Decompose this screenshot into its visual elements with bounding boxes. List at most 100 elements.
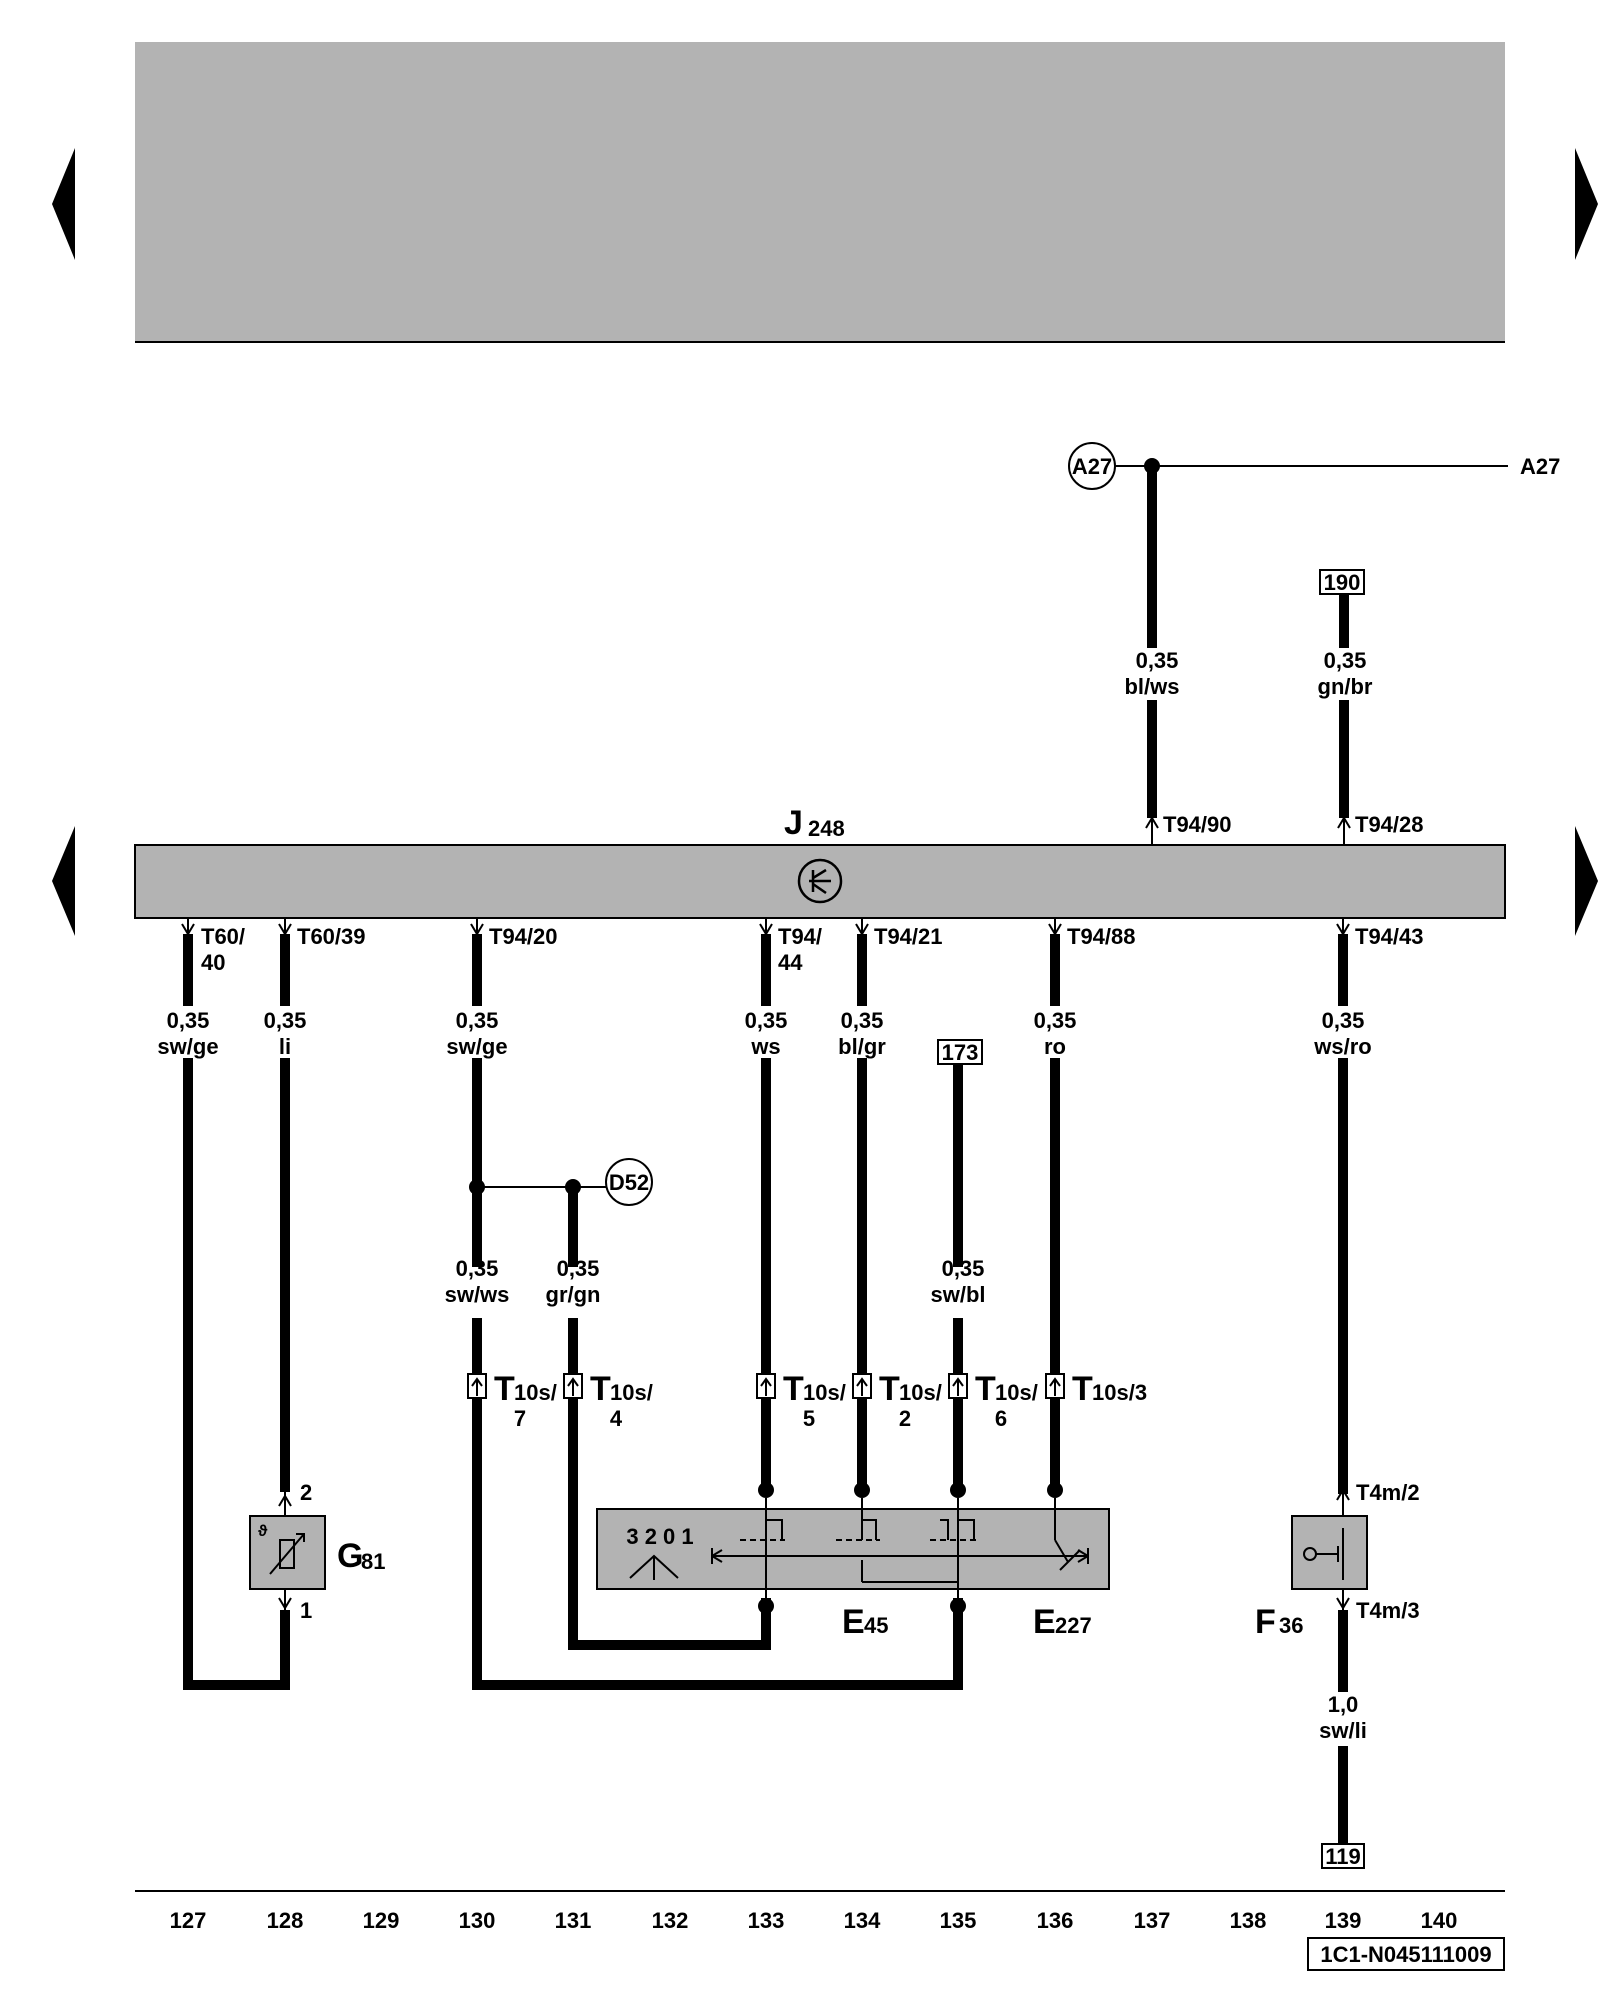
connector-sub: 10s/3 — [1092, 1380, 1147, 1405]
pin-label: T60/ — [201, 924, 245, 949]
wire-color: ro — [1044, 1034, 1066, 1059]
wire-return-131-133 — [568, 1640, 771, 1650]
ref-a27: A27 — [1072, 454, 1112, 479]
triangle-right-icon[interactable] — [1575, 826, 1598, 936]
pin-label: T94/88 — [1067, 924, 1136, 949]
axis-number: 132 — [652, 1908, 689, 1933]
wire-131-top — [568, 1187, 578, 1267]
ref-d52: D52 — [609, 1170, 649, 1195]
pin-label: T94/90 — [1163, 812, 1232, 837]
drawing-code: 1C1-N045111009 — [1320, 1942, 1491, 1967]
wire-size: 0,35 — [841, 1008, 884, 1033]
component-sub: 45 — [864, 1613, 888, 1638]
wire-return-127-128 — [183, 1680, 290, 1690]
axis-number: 135 — [940, 1908, 977, 1933]
pin-label: 1 — [300, 1598, 312, 1623]
wires-below — [183, 934, 1348, 1690]
axis-number: 140 — [1421, 1908, 1458, 1933]
brake-switch-icon — [1303, 1528, 1344, 1580]
triangle-right-icon[interactable] — [1575, 148, 1598, 260]
wire-size: 0,35 — [1324, 648, 1367, 673]
triangle-left-icon[interactable] — [52, 148, 75, 260]
wire-color: sw/ge — [446, 1034, 507, 1059]
wire-size: 0,35 — [557, 1256, 600, 1281]
wire-color: sw/ws — [445, 1282, 510, 1307]
pin-label: T94/43 — [1355, 924, 1424, 949]
wire-color: sw/ge — [157, 1034, 218, 1059]
wire-color: gr/gn — [546, 1282, 601, 1307]
connector-sub: 10s/ — [995, 1380, 1038, 1405]
wire-size: 0,35 — [1034, 1008, 1077, 1033]
connector-sub: 10s/ — [899, 1380, 942, 1405]
component-sub: 36 — [1279, 1613, 1303, 1638]
switch-positions: 3 2 0 1 — [626, 1524, 693, 1549]
wire-color: ws/ro — [1313, 1034, 1371, 1059]
ecu-sub: 248 — [808, 816, 845, 841]
component-letter: E — [1033, 1603, 1056, 1641]
wire-133-below — [761, 1598, 771, 1650]
wire-f36-down-b — [1338, 1746, 1348, 1852]
ref-a27-right: A27 — [1520, 454, 1560, 479]
wire-g81-down — [280, 1610, 290, 1690]
wire-return-130-135 — [472, 1680, 963, 1690]
wire-color: bl/gr — [838, 1034, 886, 1059]
ref-box-119 — [1321, 1843, 1365, 1869]
connector-num: 7 — [514, 1406, 526, 1431]
ref-box-190 — [1319, 569, 1365, 595]
axis-number: 131 — [555, 1908, 592, 1933]
wire-color: sw/li — [1319, 1718, 1367, 1743]
wire-top-137a — [1147, 466, 1157, 648]
wire-color: li — [279, 1034, 291, 1059]
axis-number: 136 — [1037, 1908, 1074, 1933]
pin-label: T94/28 — [1355, 812, 1424, 837]
wire-size: 1,0 — [1328, 1692, 1359, 1717]
connector-letter: T — [879, 1370, 900, 1408]
wire-size: 0,35 — [264, 1008, 307, 1033]
ref-190: 190 — [1324, 570, 1361, 595]
axis-number: 139 — [1325, 1908, 1362, 1933]
connector-letter: T — [783, 1370, 804, 1408]
component-sub: 81 — [361, 1549, 385, 1574]
drawing-code-box — [1307, 1937, 1505, 1971]
axis-numbers: 127 128 129 130 131 132 133 134 135 136 … — [170, 1908, 1458, 1933]
wire-top-137b — [1147, 700, 1157, 818]
transistor-icon — [797, 858, 843, 904]
connector-arrows — [471, 1377, 1061, 1396]
wire-top-139b — [1339, 700, 1349, 818]
bottom-pin-arrows — [181, 918, 1350, 936]
component-letter: F — [1255, 1603, 1276, 1641]
component-letter: E — [842, 1603, 865, 1641]
pin-label: T94/ — [778, 924, 822, 949]
axis-number: 137 — [1134, 1908, 1171, 1933]
ecu-letter: J — [784, 804, 803, 842]
pin-label: 44 — [778, 950, 803, 975]
wire-size: 0,35 — [1136, 648, 1179, 673]
connector-letter: T — [590, 1370, 611, 1408]
switch-e45-e227 — [596, 1508, 1110, 1590]
connector-sub: 10s/ — [514, 1380, 557, 1405]
ref-d52-circle — [605, 1158, 653, 1206]
wire-size: 0,35 — [456, 1008, 499, 1033]
pin-arrow — [1336, 1488, 1350, 1501]
connector-letter: T — [494, 1370, 515, 1408]
component-sub: 227 — [1055, 1613, 1092, 1638]
pin-label: T4m/3 — [1356, 1598, 1420, 1623]
pin-label: 2 — [300, 1480, 312, 1505]
connector-num: 5 — [803, 1406, 815, 1431]
pin-label: 40 — [201, 950, 225, 975]
axis-number: 134 — [844, 1908, 881, 1933]
connector-letter: T — [975, 1370, 996, 1408]
thermistor-icon: ϑ — [258, 1523, 305, 1575]
svg-text:ϑ: ϑ — [258, 1523, 268, 1540]
connector-sub: 10s/ — [610, 1380, 653, 1405]
pin-label: T94/21 — [874, 924, 943, 949]
ref-119: 119 — [1325, 1844, 1361, 1869]
switch-mechanism — [629, 1498, 1089, 1598]
triangle-left-icon[interactable] — [52, 826, 75, 936]
wire-color: sw/bl — [930, 1282, 985, 1307]
wires-to-switch — [472, 1398, 1060, 1688]
connector-num: 2 — [899, 1406, 911, 1431]
wire-135-below — [953, 1598, 963, 1690]
top-panel — [135, 42, 1505, 342]
